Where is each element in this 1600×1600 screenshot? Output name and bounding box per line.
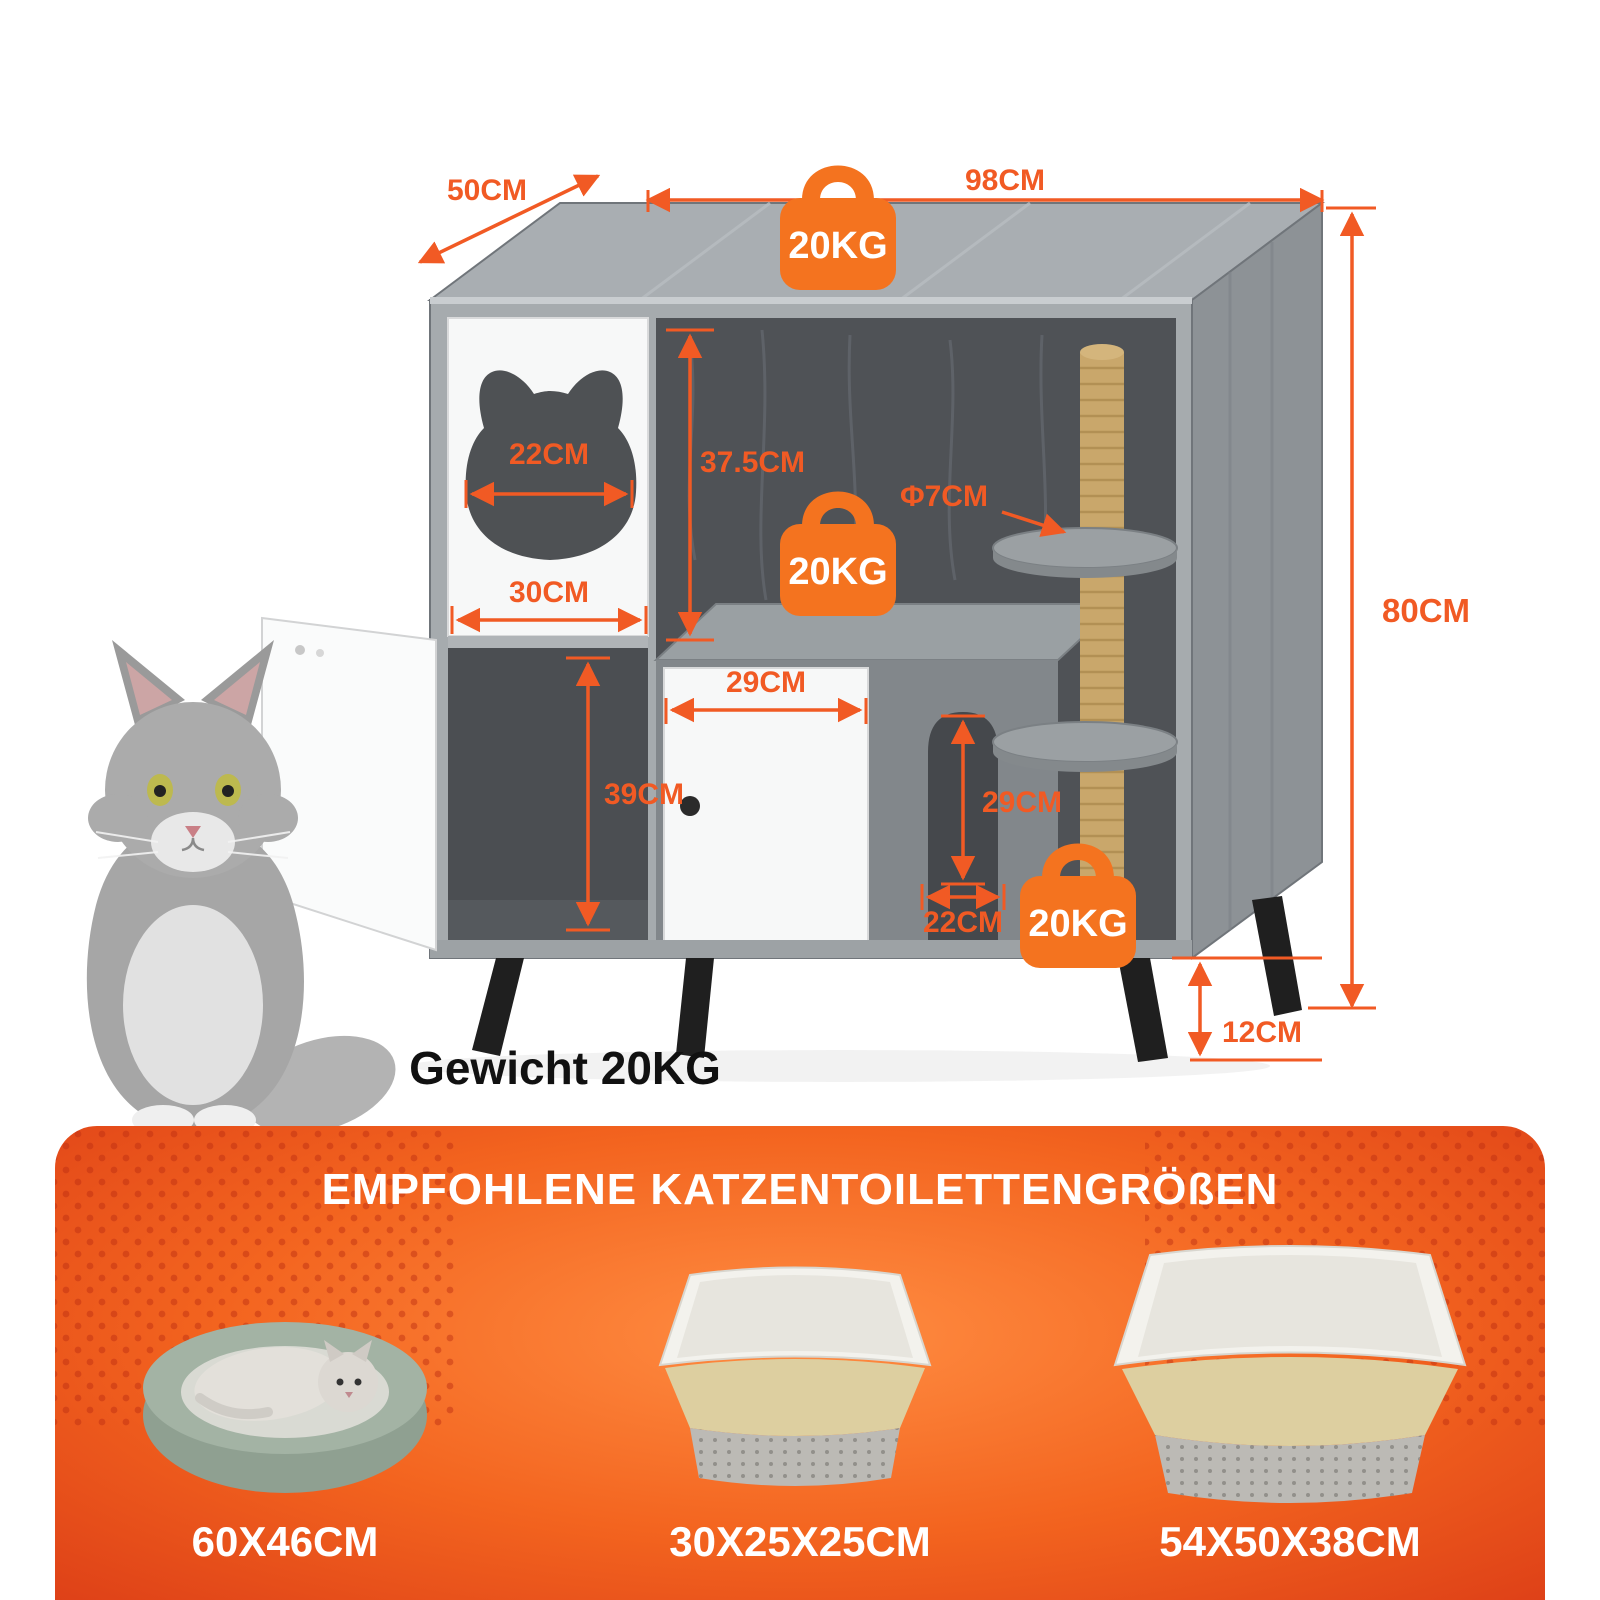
litter-box-large-image: [1113, 1245, 1467, 1503]
dim-post-label: Φ7CM: [900, 480, 988, 513]
cat-head-cutout: [465, 370, 637, 560]
dim-arch-width-label: 22CM: [923, 906, 1003, 939]
dim-width-label: 98CM: [965, 164, 1045, 197]
open-compartment: [448, 648, 648, 946]
dim-arch-height-label: 29CM: [982, 786, 1062, 819]
cabinet-right-face: [1191, 201, 1323, 960]
dim-depth-arrow: [417, 174, 601, 264]
weight-badge-top: 20KG: [780, 165, 896, 290]
dim-door-label: 30CM: [509, 576, 589, 609]
floor-shadow: [410, 1050, 1270, 1082]
bottom-rail: [430, 940, 1192, 958]
cat-photo: [86, 640, 396, 1135]
dim-upper-label: 37.5CM: [700, 446, 805, 479]
dim-height-label: 80CM: [1382, 592, 1470, 629]
divider-rail: [448, 636, 648, 648]
dim-leg-label: 12CM: [1222, 1016, 1302, 1049]
dim-depth-label: 50CM: [447, 174, 527, 207]
dim-post-pointer: [1001, 510, 1067, 537]
post-shelf-lower: [992, 721, 1178, 772]
dimension-annotations: 50CM 98CM 80CM 12CM 22CM 37.5CM Φ7CM 30C…: [409, 164, 1470, 1094]
litter-box-small-size: 30X25X25CM: [669, 1518, 931, 1565]
litter-box-large-size: 54X50X38CM: [1159, 1518, 1421, 1565]
cabinet-legs: [472, 896, 1302, 1062]
litter-box-small-image: [658, 1266, 932, 1486]
weight-bottom-label: 20KG: [1028, 903, 1127, 945]
dim-hole-label: 22CM: [509, 438, 589, 471]
weight-badge-bottom: 20KG: [1020, 843, 1136, 968]
weight-top-label: 20KG: [788, 225, 887, 267]
panel-title: EMPFOHLENE KATZENTOILETTENGRÖßEN: [322, 1165, 1279, 1214]
door-knob: [680, 796, 700, 816]
weight-badge-middle: 20KG: [780, 491, 896, 616]
cat-bed-size: 60X46CM: [192, 1518, 379, 1565]
dim-lower-label: 39CM: [604, 778, 684, 811]
weight-middle-label: 20KG: [788, 551, 887, 593]
weight-caption: Gewicht 20KG: [409, 1042, 721, 1094]
cat-bed-image: [143, 1322, 427, 1493]
cat-house-cabinet: [261, 201, 1326, 1082]
cat-head: [105, 702, 281, 878]
recommendation-panel: EMPFOHLENE KATZENTOILETTENGRÖßEN 60X46CM…: [55, 1126, 1545, 1600]
dim-inner-door-label: 29CM: [726, 666, 806, 699]
cat-nose: [185, 826, 201, 838]
post-shelf-upper: [992, 527, 1178, 578]
